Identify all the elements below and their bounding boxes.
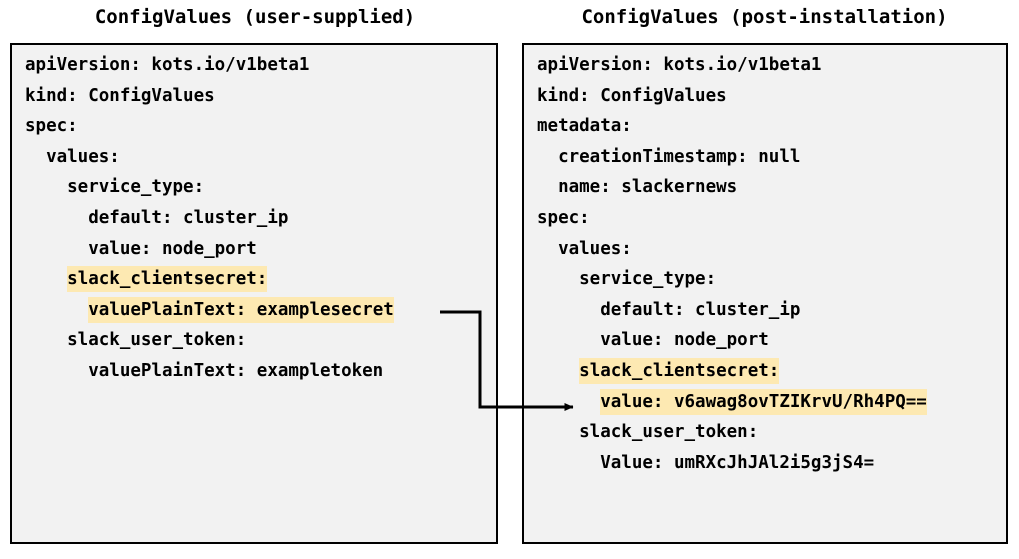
code-text: metadata:: [537, 116, 632, 137]
code-text: [537, 361, 579, 381]
code-line: kind: ConfigValues: [12, 81, 496, 112]
code-text: spec:: [537, 207, 590, 228]
code-line: name: slackernews: [524, 172, 1006, 203]
highlighted-text: slack_clientsecret:: [579, 357, 780, 384]
code-line: values:: [12, 142, 496, 173]
code-text: creationTimestamp: null: [537, 146, 801, 167]
code-line: creationTimestamp: null: [524, 142, 1006, 173]
code-line: value: node_port: [12, 234, 496, 265]
code-text: [25, 269, 67, 289]
code-text: apiVersion: kots.io/v1beta1: [537, 55, 822, 75]
code-line: value: node_port: [524, 325, 1006, 356]
code-text: values:: [25, 146, 120, 167]
code-line: apiVersion: kots.io/v1beta1: [524, 50, 1006, 81]
code-text: valuePlainText: exampletoken: [25, 360, 384, 381]
code-line: Value: umRXcJhJAl2i5g3jS4=: [524, 448, 1006, 479]
code-line: kind: ConfigValues: [524, 81, 1006, 112]
code-text: service_type:: [537, 269, 717, 290]
code-text: values:: [537, 238, 632, 259]
code-text: Value: umRXcJhJAl2i5g3jS4=: [537, 452, 875, 473]
code-line: valuePlainText: exampletoken: [12, 356, 496, 387]
code-text: spec:: [25, 116, 78, 137]
code-text: kind: ConfigValues: [25, 85, 215, 106]
code-lines-post-installation: apiVersion: kots.io/v1beta1 kind: ConfigV…: [524, 50, 1006, 478]
code-line: metadata:: [524, 111, 1006, 142]
code-text: [537, 392, 600, 412]
highlighted-text: slack_clientsecret:: [67, 266, 268, 293]
code-line: service_type:: [12, 172, 496, 203]
code-text: slack_user_token:: [537, 422, 759, 443]
code-line: value: v6awag8ovTZIKrvU/Rh4PQ==: [524, 387, 1006, 418]
highlighted-text: valuePlainText: examplesecret: [88, 296, 394, 323]
code-text: kind: ConfigValues: [537, 85, 727, 106]
code-text: service_type:: [25, 177, 205, 198]
highlighted-text: value: v6awag8ovTZIKrvU/Rh4PQ==: [600, 388, 927, 415]
code-text: value: node_port: [25, 238, 257, 259]
code-text: slack_user_token:: [25, 330, 247, 351]
code-line: default: cluster_ip: [12, 203, 496, 234]
code-line: apiVersion: kots.io/v1beta1: [12, 50, 496, 81]
code-line: spec:: [524, 203, 1006, 234]
code-text: value: node_port: [537, 330, 769, 351]
code-line: slack_user_token:: [524, 417, 1006, 448]
panel-title-user-supplied: ConfigValues (user-supplied): [94, 6, 416, 28]
code-line: values:: [524, 234, 1006, 265]
code-line: spec:: [12, 111, 496, 142]
code-line: valuePlainText: examplesecret: [12, 295, 496, 326]
code-text: [25, 300, 88, 320]
panel-post-installation: ConfigValues (post-installation) apiVers…: [510, 0, 1019, 559]
code-line: service_type:: [524, 264, 1006, 295]
code-line: slack_clientsecret:: [524, 356, 1006, 387]
code-line: slack_user_token:: [12, 325, 496, 356]
code-text: default: cluster_ip: [537, 299, 801, 320]
code-lines-user-supplied: apiVersion: kots.io/v1beta1 kind: ConfigV…: [12, 50, 496, 387]
panel-user-supplied: ConfigValues (user-supplied) apiVersion:…: [10, 6, 498, 544]
code-line: slack_clientsecret:: [12, 264, 496, 295]
code-text: name: slackernews: [537, 177, 738, 198]
panel-title-post-installation: ConfigValues (post-installation): [581, 6, 948, 28]
code-text: default: cluster_ip: [25, 207, 289, 228]
code-line: default: cluster_ip: [524, 295, 1006, 326]
code-box-post-installation: apiVersion: kots.io/v1beta1 kind: ConfigV…: [522, 43, 1008, 544]
code-text: apiVersion: kots.io/v1beta1: [25, 55, 310, 75]
code-box-user-supplied: apiVersion: kots.io/v1beta1 kind: ConfigV…: [10, 43, 498, 544]
